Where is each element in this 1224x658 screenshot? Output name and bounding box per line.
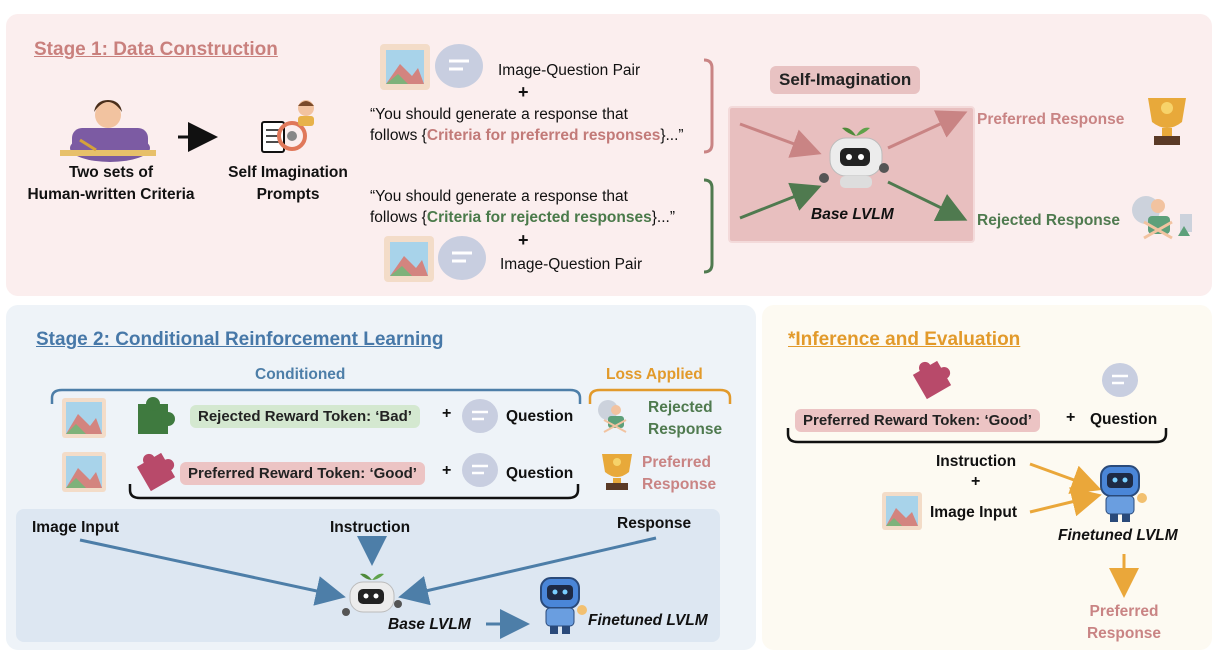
preferred-bracket [703,58,714,154]
inference-finetuned-lvlm-label: Finetuned LVLM [1058,527,1178,544]
rejected-quote-line2: follows {Criteria for rejected responses… [370,207,675,228]
arrow-pink-in [739,122,822,158]
inference-image-icon [882,492,922,530]
rejected-bracket [703,178,714,274]
inference-question-label: Question [1090,411,1158,428]
rejected-person-icon [1132,196,1192,240]
stage2-rejected-person-icon [598,400,627,433]
rejected-response-label: Rejected Response [977,212,1120,229]
rejected-token-chip: Rejected Reward Token: ‘Bad’ [190,405,420,428]
inference-preferred-token-chip: Preferred Reward Token: ‘Good’ [795,409,1040,432]
plus-bottom: + [518,230,529,250]
loss-applied-bracket [588,388,732,404]
green-puzzle-icon [138,397,175,434]
stage2-chat-icon-2 [462,453,498,487]
preferred-quote-suffix: }...” [660,127,684,144]
preferred-response-label: Preferred Response [977,111,1125,128]
rejected-quote-suffix: }...” [651,209,675,226]
trophy-icon [1148,98,1186,145]
stage2-finetuned-robot-icon [540,577,587,634]
instruction-label: Instruction [330,519,411,536]
preferred-token-chip: Preferred Reward Token: ‘Good’ [180,462,425,485]
rejected-criteria-highlight: Criteria for rejected responses [426,209,652,226]
chat-icon-bottom [438,236,486,280]
stage2-preferred-response-1: Preferred [642,454,711,471]
self-imagination-chip: Self-Imagination [770,66,921,94]
criteria-label-line1: Two sets of [68,164,154,181]
inference-instruction-label: Instruction [936,453,1017,470]
stage2-plus-1: + [442,405,452,422]
rejected-quote-line1: “You should generate a response that [370,188,628,205]
pair-bottom-label: Image-Question Pair [500,256,643,273]
stage2-question-2: Question [506,465,574,482]
stage2-finetuned-lvlm-label: Finetuned LVLM [588,612,708,629]
plus-top: + [518,82,529,102]
inference-plus: + [1066,409,1076,426]
image-icon-bottom [384,236,434,282]
prompts-clipboard-icon [261,100,314,153]
arrow-green-out [887,180,968,221]
pink-puzzle-icon [136,452,176,492]
chat-icon-top [435,44,483,88]
prompts-label-line2: Prompts [256,186,320,203]
stage2-rejected-response-1: Rejected [648,399,713,416]
pair-top-label: Image-Question Pair [498,62,641,79]
arrow-image-input [79,538,346,606]
rejected-prompt-quote: “You should generate a response that fol… [370,186,675,228]
stage2-plus-2: + [442,462,452,479]
stage2-title: Stage 2: Conditional Reinforcement Learn… [36,329,444,350]
preferred-quote-line1: “You should generate a response that [370,106,628,123]
preferred-criteria-highlight: Criteria for preferred responses [426,127,661,144]
loss-applied-label: Loss Applied [606,366,703,383]
image-input-label: Image Input [32,519,119,536]
stage2-trophy-icon [602,454,632,490]
stage2-preferred-response-2: Response [642,476,717,493]
response-label: Response [617,515,692,532]
stage2-question-1: Question [506,408,574,425]
inference-plus-2: + [971,473,981,490]
base-lvlm-robot-icon [819,127,889,188]
inference-preferred-line2: Response [1086,625,1162,642]
inference-bracket [786,428,1168,444]
stage2-rejected-response-2: Response [648,421,723,438]
stage2-chat-icon-1 [462,399,498,433]
arrow-response [398,536,657,606]
preferred-quote-line2: follows {Criteria for preferred response… [370,125,684,146]
arrow-green-in [739,182,822,220]
inference-title: *Inference and Evaluation [788,329,1021,350]
inference-chat-icon [1102,363,1138,397]
prompts-label-line1: Self Imagination [228,164,348,181]
inference-finetuned-robot-icon [1100,465,1147,522]
preferred-prompt-quote: “You should generate a response that fol… [370,104,684,146]
image-icon-top [380,44,430,90]
arrow-inference-image [1029,487,1102,517]
preferred-quote-prefix: follows { [370,127,427,144]
arrow-pink-out [887,110,968,150]
inference-image-input-label: Image Input [930,504,1017,521]
stage2-image-icon-1 [62,398,106,438]
stage1-panel [6,14,1212,296]
conditioned-label: Conditioned [255,366,346,383]
stage2-base-lvlm-label: Base LVLM [388,616,471,633]
conditioned-bracket [50,388,582,404]
stage2-preferred-bracket [128,484,580,500]
inference-pink-puzzle-icon [912,360,952,400]
stage2-inner-panel [16,509,720,642]
base-lvlm-label: Base LVLM [811,206,894,223]
stage2-base-robot-icon [342,573,402,616]
stage2-image-icon-2 [62,452,106,492]
criteria-label-line2: Human-written Criteria [27,186,195,203]
inference-preferred-line1: Preferred [1089,603,1159,620]
student-writing-icon [60,100,156,162]
stage1-title: Stage 1: Data Construction [34,39,278,60]
rejected-quote-prefix: follows { [370,209,427,226]
arrow-inference-instruction [1029,462,1102,494]
